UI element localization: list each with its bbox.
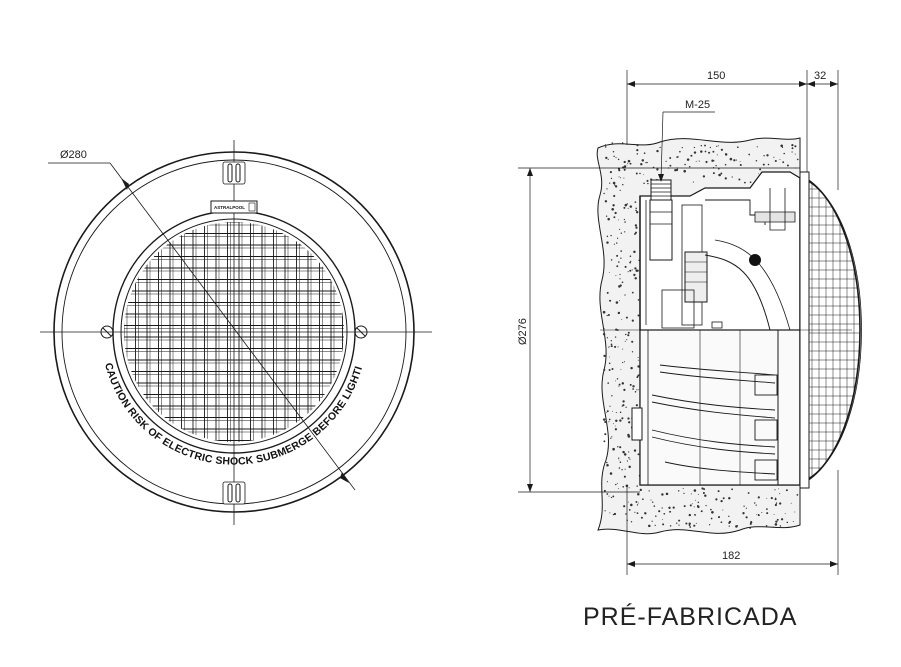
lens-inner-ring bbox=[120, 218, 348, 446]
thread-label: M-25 bbox=[685, 99, 710, 111]
seal-ring-icon bbox=[749, 254, 761, 266]
thread-callout: M-25 bbox=[658, 99, 715, 182]
bottom-slot-icon bbox=[222, 481, 246, 505]
upper-section bbox=[639, 178, 824, 331]
lower-section bbox=[631, 329, 801, 486]
side-view: 150 32 182 Ø276 M-25 bbox=[517, 70, 862, 575]
right-screw-icon bbox=[354, 325, 368, 339]
dim-top-right-label: 32 bbox=[814, 70, 826, 82]
brand-label: ASTRALPOOL bbox=[214, 205, 245, 210]
dimension-top: 150 32 bbox=[626, 70, 839, 190]
concrete-texture bbox=[602, 142, 800, 529]
front-view: ASTRALPOOL CAUTION RISK OF ELECTRIC SHOC… bbox=[0, 0, 432, 525]
diameter-dimension: Ø280 bbox=[48, 149, 356, 491]
dimension-bottom: 182 bbox=[626, 470, 839, 575]
dimension-height: Ø276 bbox=[517, 167, 800, 493]
caption: PRÉ-FABRICADA bbox=[583, 602, 797, 631]
left-screw-icon bbox=[100, 325, 114, 339]
diameter-label: Ø280 bbox=[60, 149, 87, 161]
outer-flange-ring bbox=[53, 151, 415, 513]
cable-gland bbox=[650, 179, 672, 201]
top-slot-icon bbox=[222, 161, 246, 185]
lens-grid bbox=[124, 222, 344, 442]
brand-plate: ASTRALPOOL bbox=[210, 200, 258, 214]
dim-height-label: Ø276 bbox=[517, 318, 529, 345]
dim-bottom-label: 182 bbox=[722, 550, 740, 562]
dim-top-label: 150 bbox=[707, 70, 725, 82]
